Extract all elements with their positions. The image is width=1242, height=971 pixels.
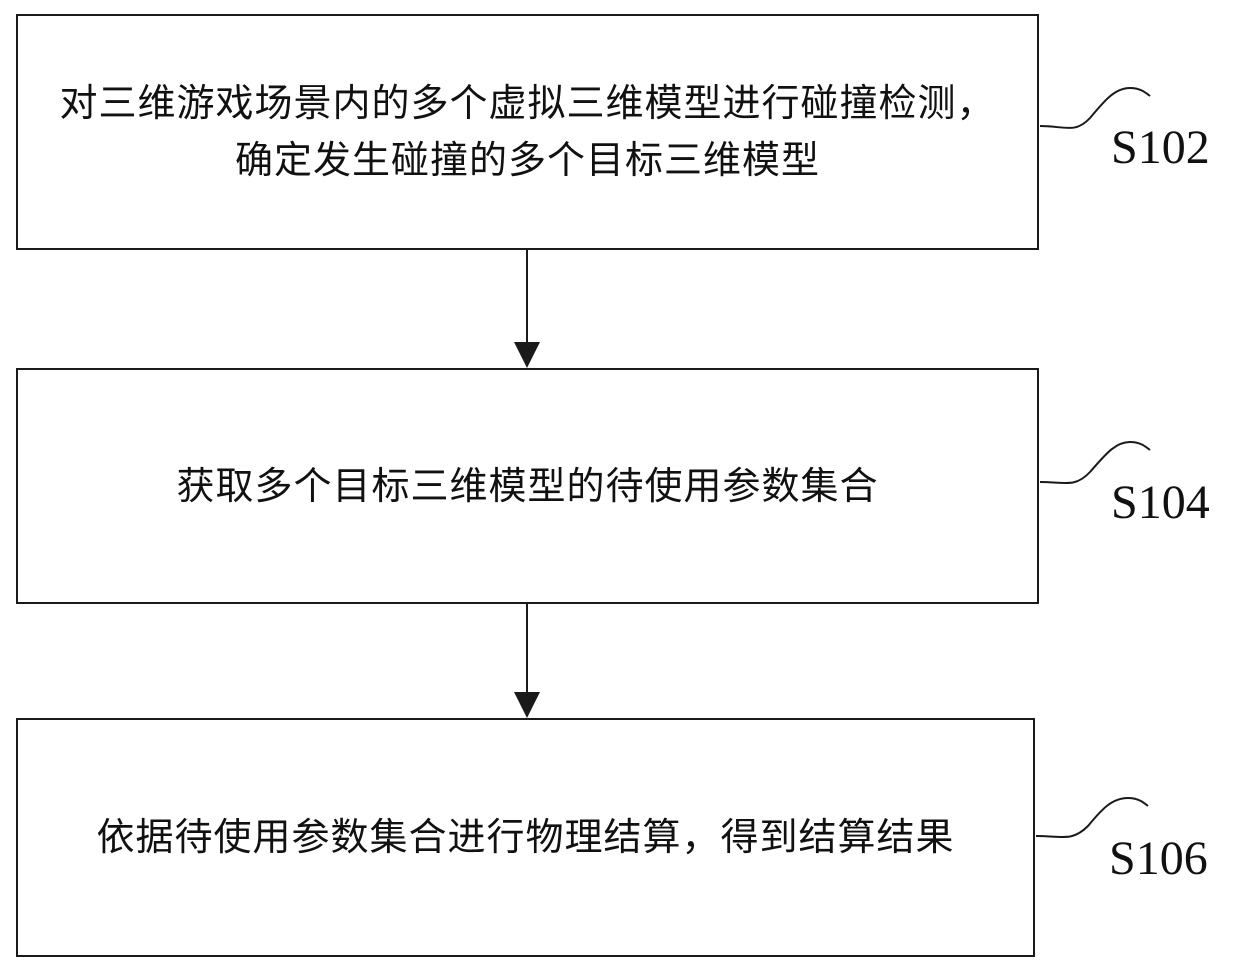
step-text-s104: 获取多个目标三维模型的待使用参数集合 <box>176 463 879 508</box>
step-box-s102: 对三维游戏场景内的多个虚拟三维模型进行碰撞检测，确定发生碰撞的多个目标三维模型 <box>16 14 1039 250</box>
arrow-s104-to-s106-head <box>514 692 540 718</box>
step-label-s102: S102 <box>1111 121 1210 174</box>
step-label-s106: S106 <box>1109 832 1208 885</box>
step-label-s104: S104 <box>1111 476 1210 529</box>
step-box-s106: 依据待使用参数集合进行物理结算，得到结算结果 <box>16 718 1035 957</box>
step-text-s106: 依据待使用参数集合进行物理结算，得到结算结果 <box>96 815 955 859</box>
step-text-s102: 对三维游戏场景内的多个虚拟三维模型进行碰撞检测，确定发生碰撞的多个目标三维模型 <box>59 81 996 182</box>
arrow-s102-to-s104-head <box>514 342 540 368</box>
step-box-s104: 获取多个目标三维模型的待使用参数集合 <box>16 368 1039 604</box>
